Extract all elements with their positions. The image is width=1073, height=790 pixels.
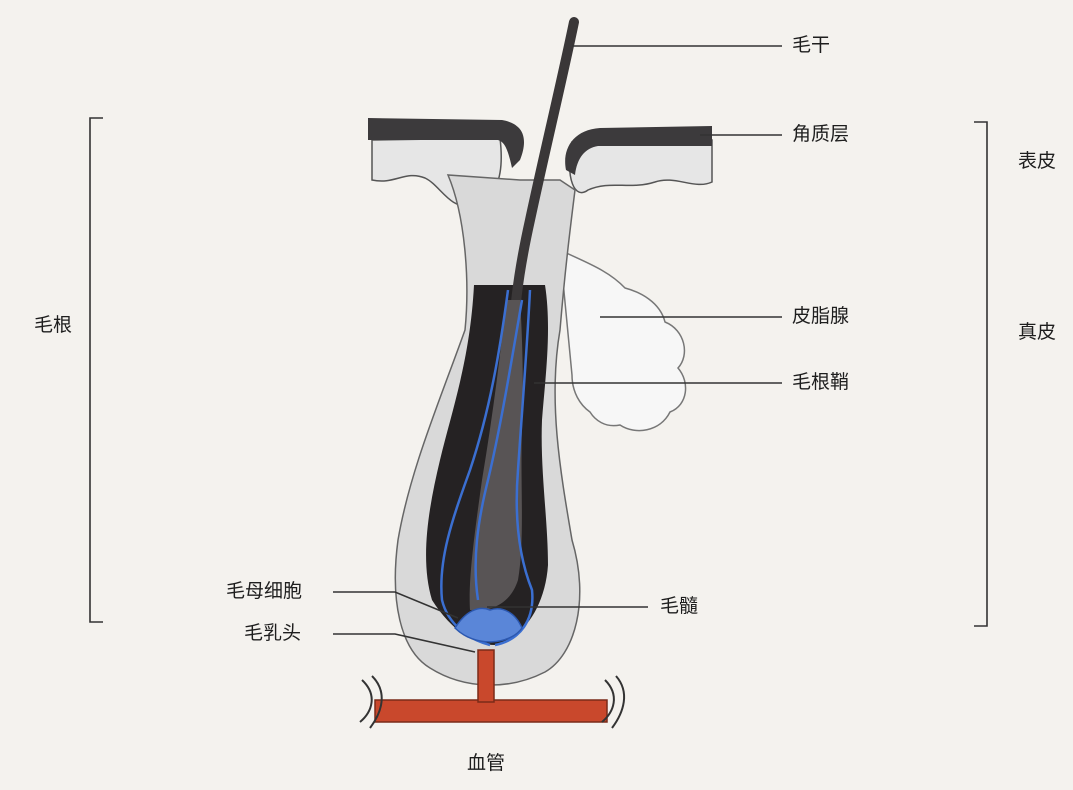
- sebaceous-gland: [560, 250, 686, 431]
- vessel-vertical: [478, 650, 494, 702]
- medulla-label: 毛髓: [660, 597, 698, 616]
- hair-root-label: 毛根: [34, 316, 72, 335]
- dermal-papilla-label: 毛乳头: [244, 624, 301, 643]
- dermis-label: 真皮: [1018, 323, 1056, 342]
- epidermis-bracket: [974, 122, 987, 205]
- blood-vessel-label: 血管: [467, 754, 505, 773]
- epidermis-label: 表皮: [1018, 152, 1056, 171]
- stratum-corneum-label: 角质层: [792, 125, 849, 144]
- dermis-bracket: [974, 205, 987, 626]
- sebaceous-gland-label: 皮脂腺: [792, 307, 849, 326]
- matrix-cells-label: 毛母细胞: [226, 582, 302, 601]
- vessel-horizontal: [375, 700, 607, 722]
- root-sheath-label: 毛根鞘: [792, 373, 849, 392]
- hair-shaft-label: 毛干: [792, 36, 830, 55]
- hair-root-bracket: [90, 118, 103, 622]
- blood-vessel-shape: [360, 650, 624, 728]
